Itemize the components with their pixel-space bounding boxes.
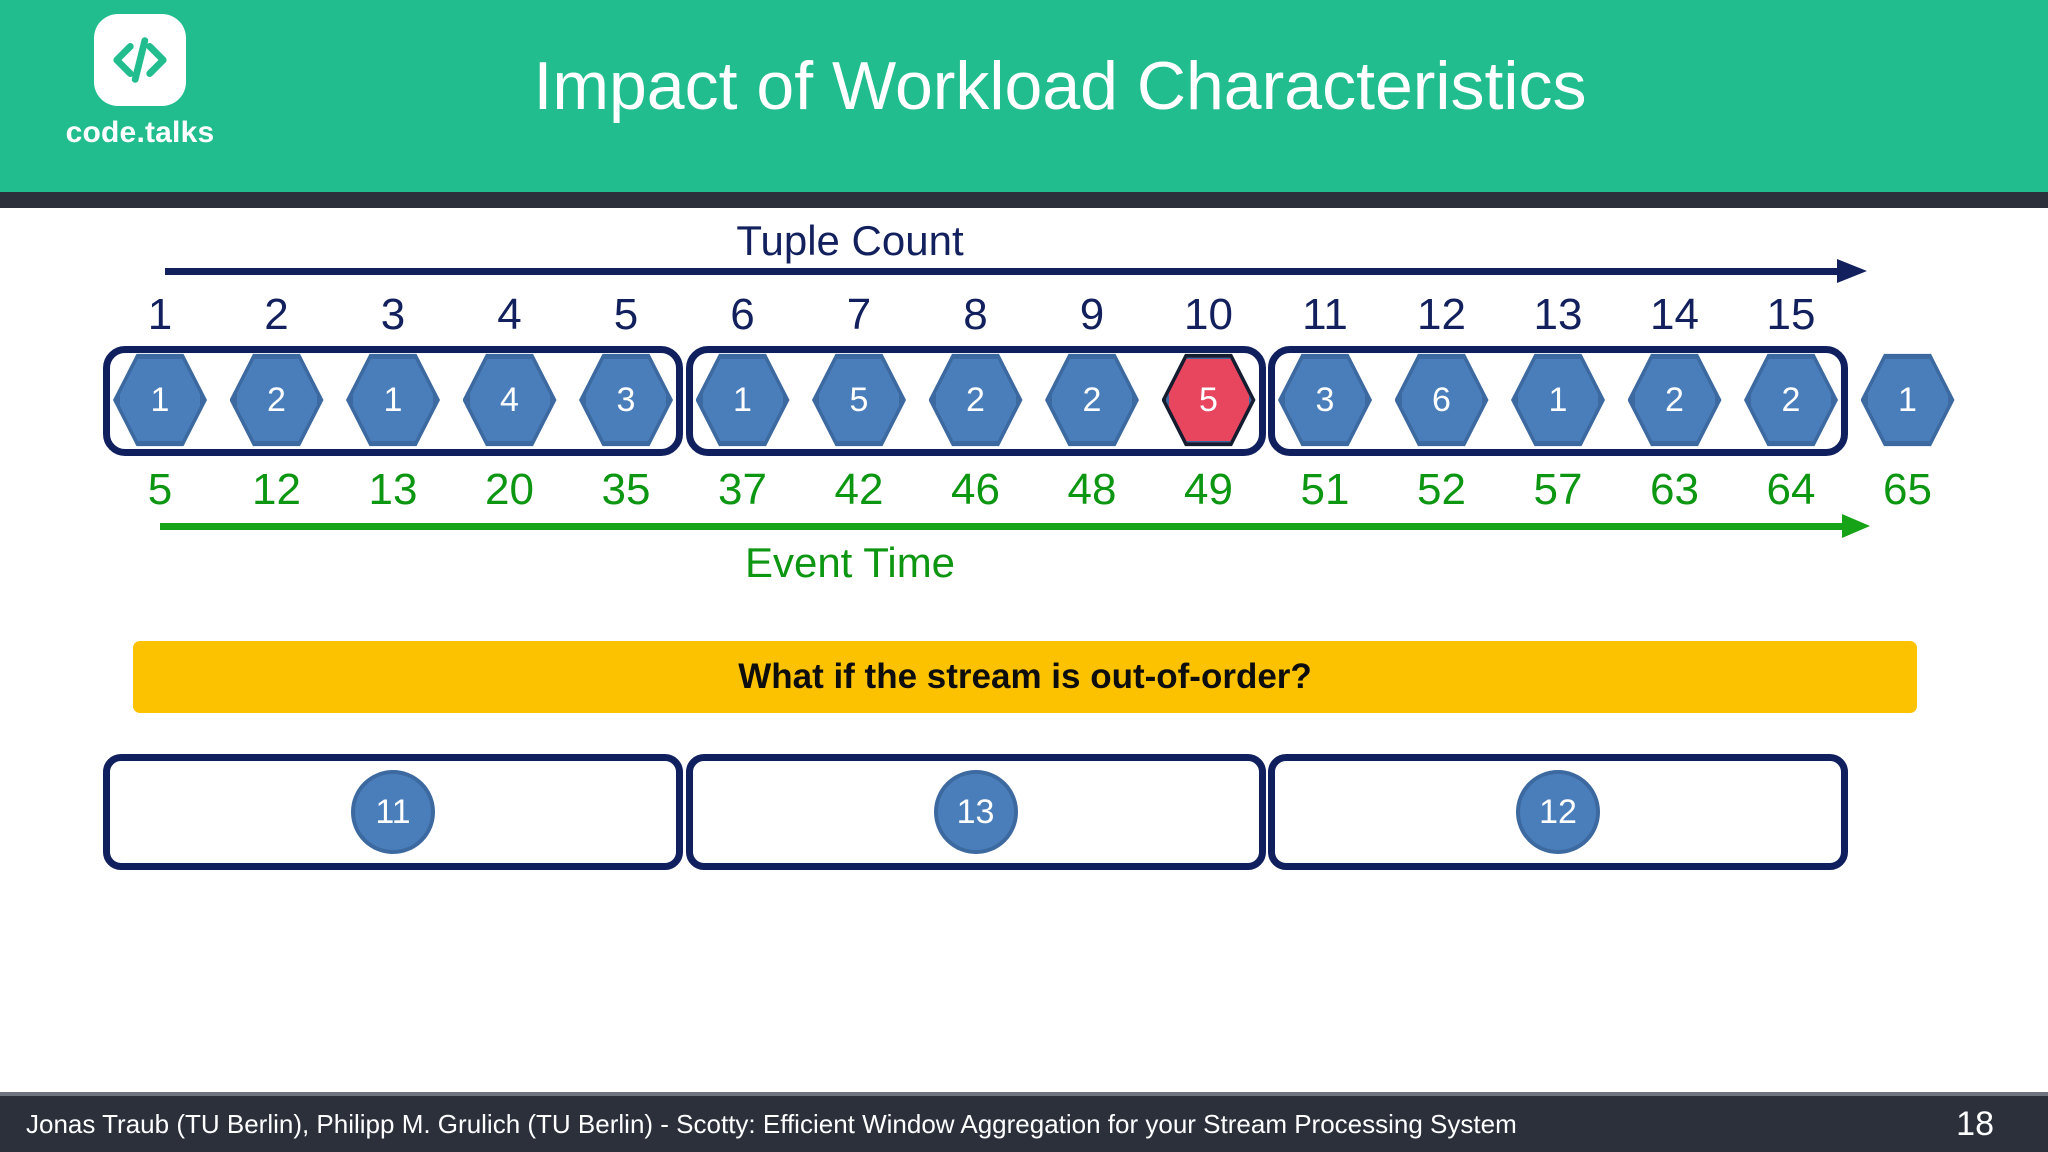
event-time-tick: 12	[252, 465, 301, 514]
tuple-count-tick: 1	[147, 290, 173, 339]
tuple-hexagon: 1	[1860, 353, 1955, 447]
tuple-value: 6	[1432, 381, 1451, 419]
tuple-hexagon: 1	[1511, 353, 1605, 447]
tuple-value: 5	[849, 381, 869, 419]
page-title: Impact of Workload Characteristics	[533, 48, 1587, 124]
question-banner: What if the stream is out-of-order?	[133, 641, 1917, 713]
event-time-tick: 37	[718, 465, 767, 514]
tuple-count-tick: 7	[846, 290, 872, 339]
slide-header	[0, 0, 2048, 192]
event-time-tick: 20	[485, 465, 534, 514]
code-brackets-icon	[94, 14, 186, 106]
tuple-hexagon: 1	[346, 353, 440, 447]
brand-logo: code.talks	[60, 14, 220, 180]
tuple-value: 1	[1548, 381, 1568, 419]
event-time-tick: 63	[1650, 465, 1699, 514]
tuple-hexagon: 2	[229, 353, 324, 447]
tuple-hexagon: 1	[695, 353, 790, 447]
event-time-tick: 5	[147, 465, 173, 514]
tuple-hexagon: 3	[579, 353, 673, 447]
tuple-value: 2	[1665, 381, 1684, 419]
tuple-count-tick: 10	[1184, 290, 1233, 339]
event-time-tick: 52	[1417, 465, 1466, 514]
event-time-tick: 13	[368, 465, 418, 514]
tuple-count-tick: 4	[497, 290, 522, 339]
header-divider	[0, 192, 2048, 208]
tuple-hexagon: 1	[113, 353, 207, 447]
tuple-value: 4	[500, 381, 519, 419]
event-time-tick: 42	[834, 465, 884, 514]
tuple-count-tick: 12	[1417, 290, 1466, 339]
tuple-count-tick: 3	[380, 290, 406, 339]
window-result-value: 11	[351, 770, 435, 854]
tuple-count-tick: 8	[963, 290, 988, 339]
tuple-count-tick: 15	[1766, 290, 1816, 339]
tuple-hexagon: 4	[462, 353, 557, 447]
hexagon-shape	[1165, 357, 1252, 443]
hexagon-shape	[1282, 357, 1368, 443]
event-time-tick: 57	[1533, 465, 1583, 514]
hexagon-shape	[350, 357, 436, 443]
footer-divider	[0, 1092, 2048, 1096]
tuple-value: 1	[733, 381, 752, 419]
tuple-hexagon: 5	[812, 353, 906, 447]
tuple-value: 2	[267, 381, 286, 419]
tuple-value: 1	[150, 381, 170, 419]
tuple-hexagon: 6	[1394, 353, 1489, 447]
hexagon-shape	[1748, 357, 1834, 443]
tuple-hexagon: 2	[1045, 353, 1139, 447]
event-time-tick: 51	[1300, 465, 1350, 514]
window-result-box: 13	[685, 754, 1266, 870]
hexagon-shape	[1049, 357, 1135, 443]
event-time-tick: 35	[601, 465, 651, 514]
tuple-count-tick: 2	[264, 290, 289, 339]
event-time-tick: 48	[1067, 465, 1117, 514]
hexagon-shape	[1631, 357, 1718, 443]
tuple-value: 1	[1898, 381, 1917, 419]
window-result-row: 11 13 12	[0, 754, 2048, 874]
footer-citation: Jonas Traub (TU Berlin), Philipp M. Grul…	[26, 1109, 1517, 1139]
slide-footer: Jonas Traub (TU Berlin), Philipp M. Grul…	[0, 1096, 2048, 1152]
tuple-hexagon: 2	[1744, 353, 1838, 447]
tuple-count-tick: 5	[613, 290, 639, 339]
event-time-axis-label: Event Time	[744, 539, 956, 586]
event-time-tick: 65	[1883, 465, 1932, 514]
brand-name: code.talks	[65, 116, 215, 149]
tuple-value: 2	[966, 381, 985, 419]
window-result-box: 12	[1268, 754, 1848, 870]
tuple-value: 5	[1199, 381, 1218, 419]
window-result-value: 12	[1516, 770, 1600, 854]
window-result-box: 11	[103, 754, 683, 870]
slide-page-number: 18	[1956, 1105, 1994, 1143]
hexagon-shape	[1864, 357, 1951, 443]
event-time-tick: 49	[1184, 465, 1233, 514]
tuple-count-axis-label: Tuple Count	[736, 217, 964, 264]
event-time-tick: 64	[1766, 465, 1816, 514]
tuple-count-tick: 13	[1533, 290, 1583, 339]
tuple-count-tick: 14	[1650, 290, 1699, 339]
tuple-value: 3	[1315, 381, 1335, 419]
hexagon-shape	[1398, 357, 1485, 443]
question-banner-text: What if the stream is out-of-order?	[738, 657, 1312, 696]
tuple-hexagon: 2	[1627, 353, 1722, 447]
event-time-tick: 46	[951, 465, 1000, 514]
tuple-value: 2	[1082, 381, 1102, 419]
window-result-value: 13	[933, 770, 1018, 854]
tuple-count-tick: 11	[1302, 290, 1348, 339]
tuple-value: 1	[383, 381, 403, 419]
tuple-value: 3	[616, 381, 636, 419]
tuple-hexagon: 2	[928, 353, 1023, 447]
tuple-hexagon-highlighted: 5	[1161, 353, 1256, 447]
tuple-value: 2	[1781, 381, 1801, 419]
tuple-count-tick: 6	[730, 290, 755, 339]
tuple-hexagon: 3	[1278, 353, 1372, 447]
event-time-tick-row: 5 12 13 20 35 37 42 46 48 49 51 52 57 63 64 65	[0, 463, 2048, 517]
tuple-count-tick: 9	[1079, 290, 1105, 339]
hexagon-shape	[1515, 357, 1601, 443]
